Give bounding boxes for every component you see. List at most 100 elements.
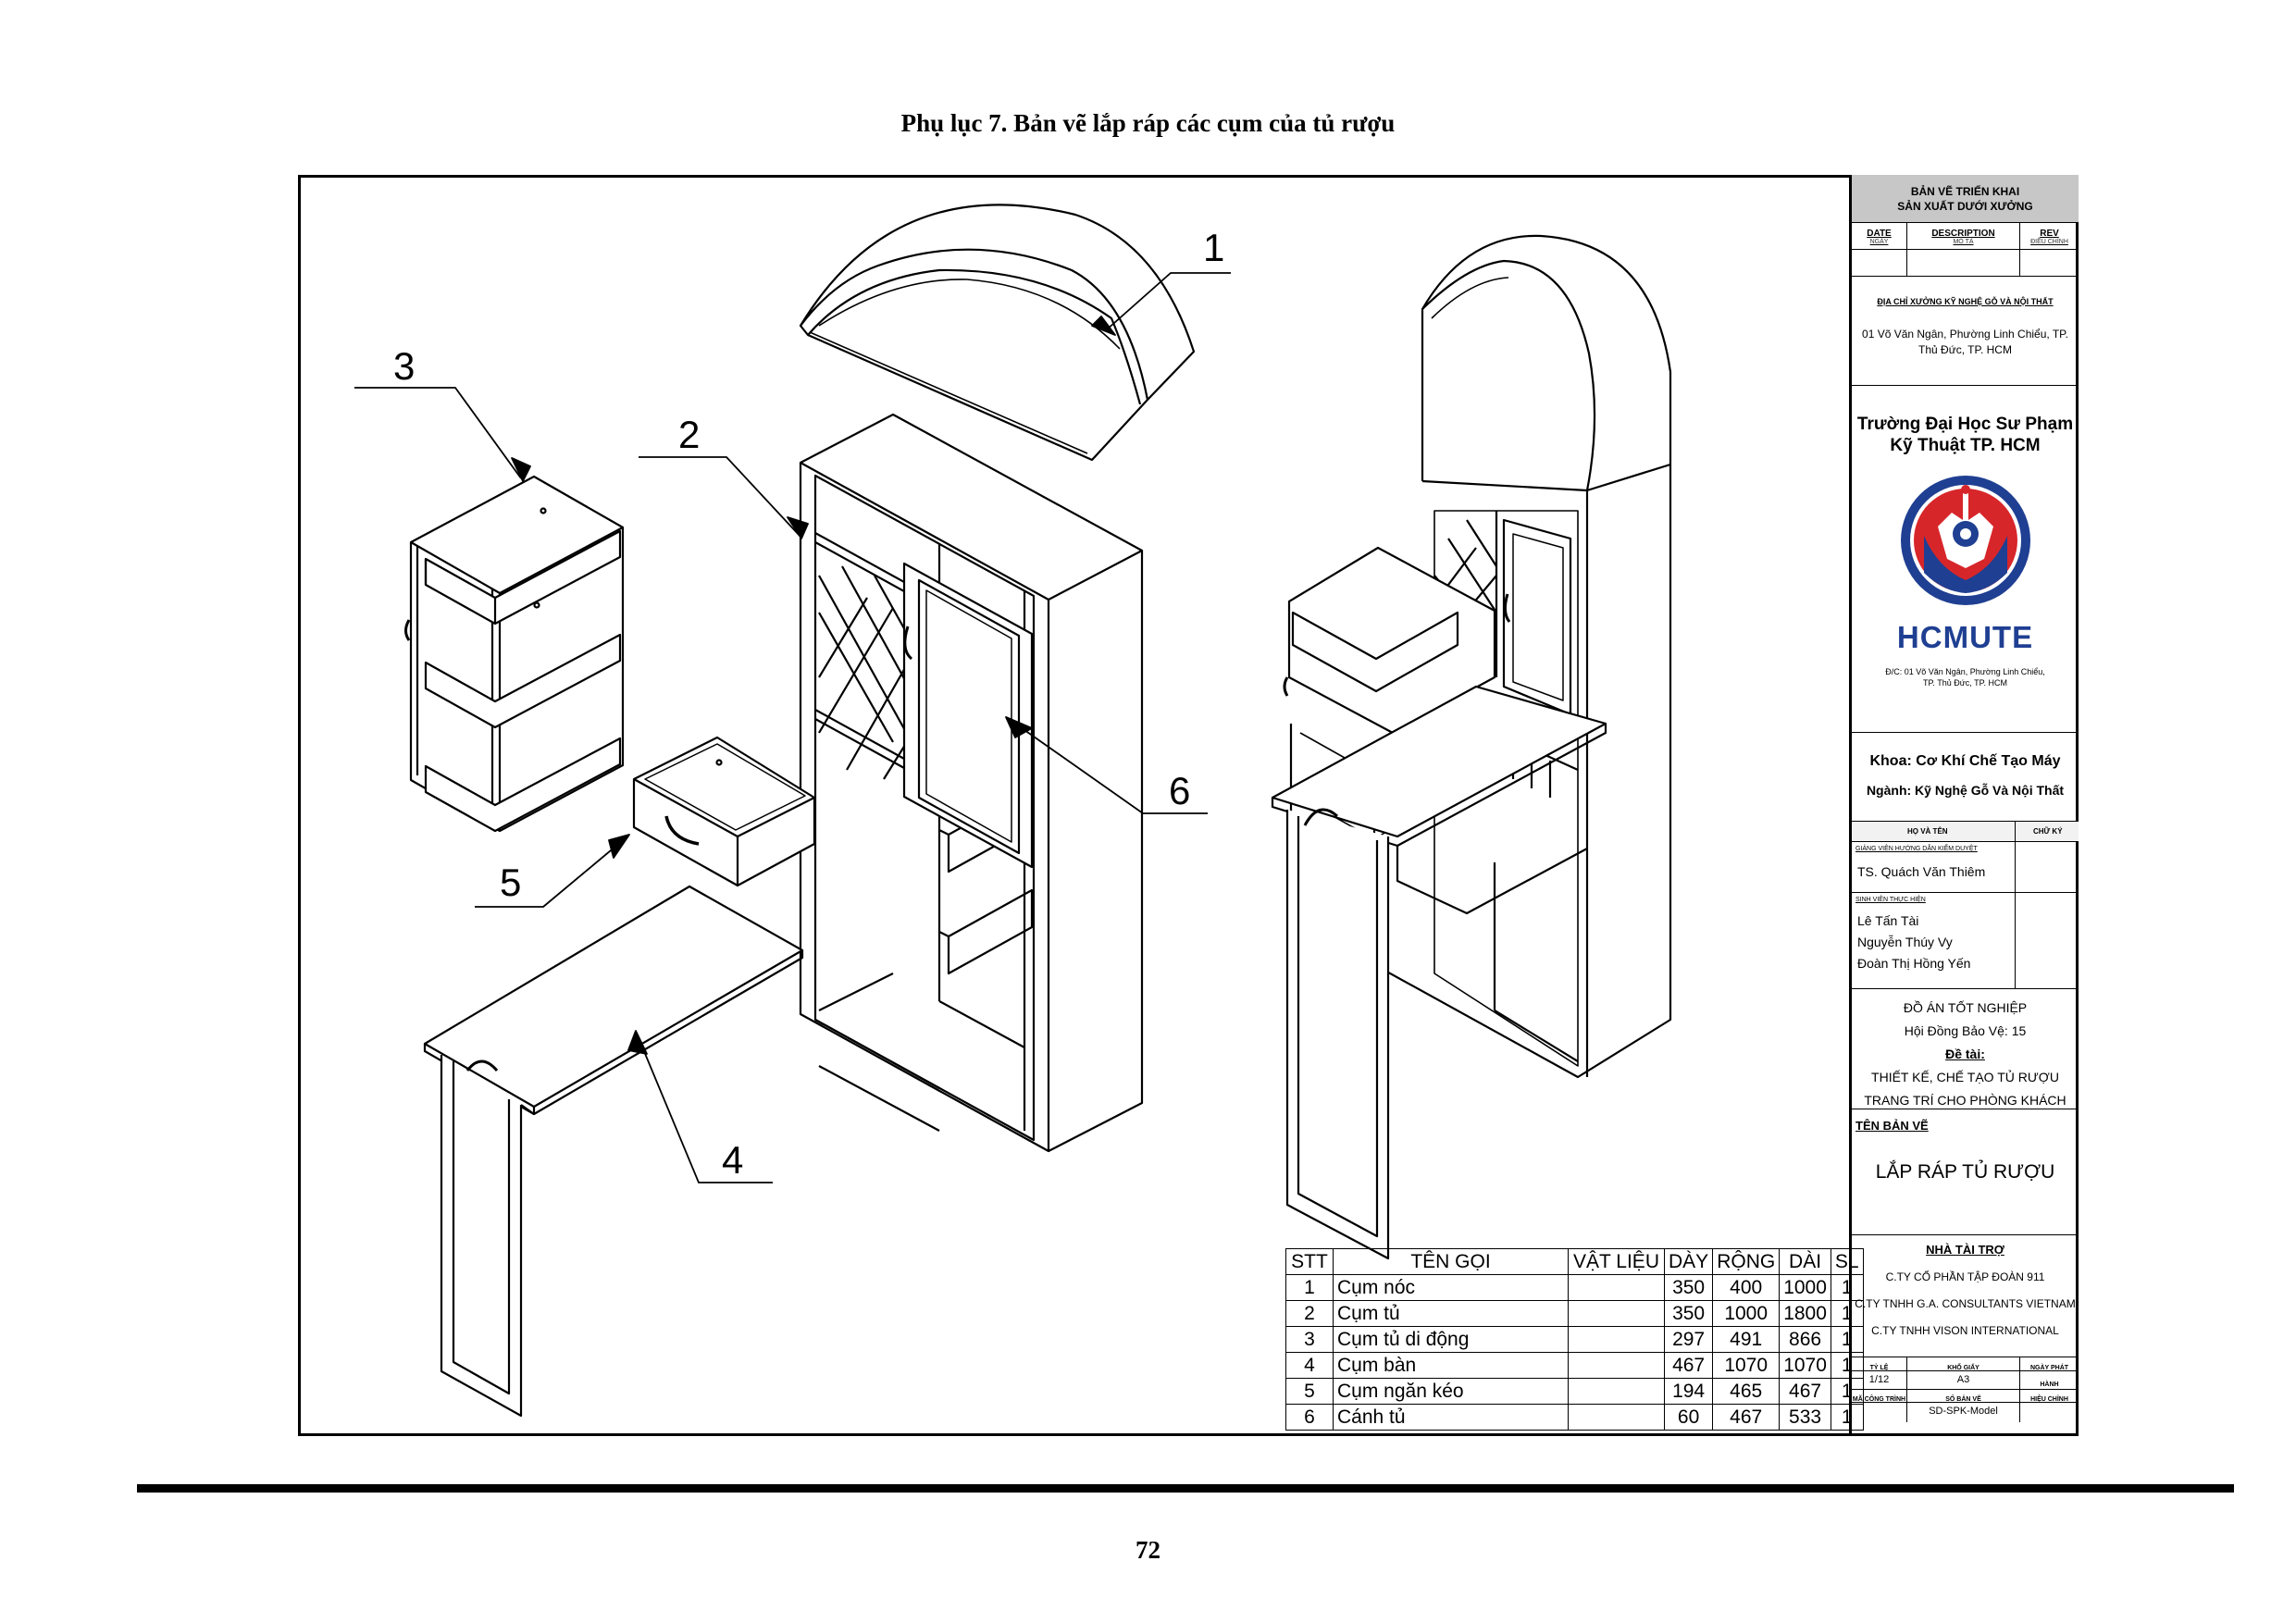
bom-name: Cánh tủ xyxy=(1333,1404,1569,1431)
school-logo-icon xyxy=(1900,476,2030,605)
bom-length: 1800 xyxy=(1779,1300,1831,1327)
bom-qty: 1 xyxy=(1830,1352,1864,1379)
workshop-address: 01 Võ Văn Ngân, Phường Linh Chiểu, TP. T… xyxy=(1862,328,2068,356)
part-4-table xyxy=(423,885,804,1418)
bom-stt: 2 xyxy=(1285,1300,1334,1327)
student-2: Nguyễn Thúy Vy xyxy=(1857,935,1953,949)
bom-qty: 1 xyxy=(1830,1404,1864,1431)
bom-header-stt: STT xyxy=(1285,1248,1334,1275)
rev-desc-col: DESCRIPTION MÔ TẢ xyxy=(1907,223,2020,277)
sponsor-2: C.TY TNHH G.A. CONSULTANTS VIETNAM xyxy=(1855,1297,2076,1310)
page-number: 72 xyxy=(1136,1536,1160,1564)
table-row: 5 Cụm ngăn kéo 194 465 467 1 xyxy=(1285,1378,1864,1405)
bom-header-row: STT TÊN GỌI VẬT LIỆU DÀY RỘNG DÀI SL xyxy=(1285,1248,1864,1275)
header-line-2: SẢN XUẤT DƯỚI XƯỞNG xyxy=(1897,200,2033,213)
bom-thickness: 60 xyxy=(1663,1404,1714,1431)
school-address-line-1: Đ/C: 01 Võ Văn Ngân, Phường Linh Chiểu, xyxy=(1885,667,2045,676)
table-row: 4 Cụm bàn 467 1070 1070 1 xyxy=(1285,1352,1864,1379)
col-name-label: HỌ VÀ TÊN xyxy=(1907,827,1948,836)
faculty-section: Khoa: Cơ Khí Chế Tạo Máy Ngành: Kỹ Nghệ … xyxy=(1852,733,2079,822)
bom-header-length: DÀI xyxy=(1779,1248,1831,1275)
bom-name: Cụm tủ xyxy=(1333,1300,1569,1327)
code-label-cell: MÃ CÔNG TRÌNH xyxy=(1852,1389,1907,1403)
scale-label: TỶ LỆ xyxy=(1869,1365,1889,1371)
scale-value-cell: 1/12 xyxy=(1852,1370,1907,1389)
bom-length: 1000 xyxy=(1779,1274,1831,1301)
drawing-frame: 1 2 3 4 5 6 xyxy=(298,175,2079,1436)
callout-2: 2 xyxy=(678,413,700,456)
sponsor-1: C.TY CỔ PHẦN TẬP ĐOÀN 911 xyxy=(1885,1270,2045,1283)
sheet-label: SỐ BẢN VẼ xyxy=(1945,1396,1981,1403)
callout-6: 6 xyxy=(1169,769,1190,812)
meta-row-labels-2: MÃ CÔNG TRÌNH SỐ BẢN VẼ HIỆU CHỈNH xyxy=(1852,1389,2079,1403)
project-line-1: ĐỒ ÁN TỐT NGHIỆP xyxy=(1903,1000,2028,1015)
bom-material xyxy=(1568,1326,1665,1353)
meta-row-values-2: SD-SPK-Model xyxy=(1852,1402,2079,1422)
bom-header-thickness: DÀY xyxy=(1663,1248,1714,1275)
leader-lines xyxy=(354,272,1231,1183)
part-1-arch-top xyxy=(799,204,1196,462)
bom-width: 465 xyxy=(1712,1378,1781,1405)
drawing-name-section: TÊN BẢN VẼ LẮP RÁP TỦ RƯỢU xyxy=(1852,1109,2079,1235)
sponsor-label: NHÀ TÀI TRỢ xyxy=(1926,1243,2004,1257)
meta-row-labels-1: TỶ LỆ KHỔ GIẤY NGÀY PHÁT HÀNH xyxy=(1852,1357,2079,1388)
table-row: 3 Cụm tủ di động 297 491 866 1 xyxy=(1285,1326,1864,1353)
bom-thickness: 467 xyxy=(1663,1352,1714,1379)
rev-date-col: DATE NGÀY xyxy=(1852,223,1907,277)
school-name: Trường Đại Học Sư Phạm Kỹ Thuật TP. HCM xyxy=(1852,414,2079,456)
scale-value: 1/12 xyxy=(1868,1374,1890,1385)
project-line-5: TRANG TRÍ CHO PHÒNG KHÁCH xyxy=(1864,1093,2066,1108)
workshop-address-section: ĐỊA CHỈ XƯỞNG KỸ NGHỆ GỖ VÀ NỘI THẤT 01 … xyxy=(1852,277,2079,386)
part-2-cabinet xyxy=(799,413,1144,1153)
edit-label: HIỆU CHỈNH xyxy=(2030,1396,2068,1403)
bom-width: 467 xyxy=(1712,1404,1781,1431)
revision-table: DATE NGÀY DESCRIPTION MÔ TẢ REV ĐIỀU CHỈ… xyxy=(1852,223,2079,277)
meta-section: TỶ LỆ KHỔ GIẤY NGÀY PHÁT HÀNH 1/12 A3 MÃ… xyxy=(1852,1357,2079,1436)
rev-desc-label: DESCRIPTION xyxy=(1931,229,1995,239)
school-brand: HCMUTE xyxy=(1896,620,2034,654)
teacher-label: GIẢNG VIÊN HƯỚNG DẪN KIỂM DUYỆT xyxy=(1855,846,1978,852)
bom-material xyxy=(1568,1404,1665,1431)
bom-thickness: 297 xyxy=(1663,1326,1714,1353)
project-line-2: Hội Đồng Bảo Vệ: 15 xyxy=(1904,1023,2027,1038)
student-1: Lê Tấn Tài xyxy=(1857,913,1919,928)
sponsor-3: C.TY TNHH VISON INTERNATIONAL xyxy=(1871,1324,2059,1337)
school-address-line-2: TP. Thủ Đức, TP. HCM xyxy=(1923,678,2007,688)
sheet-value: SD-SPK-Model xyxy=(1929,1406,1998,1417)
school-address: Đ/C: 01 Võ Văn Ngân, Phường Linh Chiểu, … xyxy=(1852,666,2079,688)
bom-length: 866 xyxy=(1779,1326,1831,1353)
bom-stt: 3 xyxy=(1285,1326,1334,1353)
callout-1: 1 xyxy=(1203,226,1224,269)
callout-3: 3 xyxy=(393,344,415,388)
rev-date-label: DATE xyxy=(1867,229,1892,239)
bom-material xyxy=(1568,1300,1665,1327)
sponsor-section: NHÀ TÀI TRỢ C.TY CỔ PHẦN TẬP ĐOÀN 911 C.… xyxy=(1852,1235,2079,1357)
release-label: NGÀY PHÁT HÀNH xyxy=(2029,1365,2069,1388)
title-block-header: BẢN VẼ TRIỂN KHAI SẢN XUẤT DƯỚI XƯỞNG xyxy=(1852,175,2079,223)
bom-name: Cụm ngăn kéo xyxy=(1333,1378,1569,1405)
col-sign-label: CHỮ KÝ xyxy=(2033,827,2063,836)
code-value-cell xyxy=(1852,1402,1907,1422)
header-line-1: BẢN VẼ TRIỂN KHAI xyxy=(1910,185,2020,198)
rev-rev-label: REV xyxy=(2040,229,2059,239)
bom-header-material: VẬT LIỆU xyxy=(1568,1248,1665,1275)
paper-value: A3 xyxy=(1956,1374,1970,1385)
bom-material xyxy=(1568,1378,1665,1405)
part-3-mobile-cabinet xyxy=(404,475,625,833)
page-title: Phụ lục 7. Bản vẽ lắp ráp các cụm của tủ… xyxy=(900,109,1396,137)
teacher-section: GIẢNG VIÊN HƯỚNG DẪN KIỂM DUYỆT TS. Quác… xyxy=(1852,842,2079,893)
student-3: Đoàn Thị Hồng Yến xyxy=(1857,956,1971,971)
assembled-cabinet xyxy=(1271,234,1672,1260)
project-line-4: THIẾT KẾ, CHẾ TẠO TỦ RƯỢU xyxy=(1871,1070,2059,1084)
bom-name: Cụm nóc xyxy=(1333,1274,1569,1301)
meta-row-values-1: 1/12 A3 xyxy=(1852,1370,2079,1390)
bom-length: 467 xyxy=(1779,1378,1831,1405)
title-block: BẢN VẼ TRIỂN KHAI SẢN XUẤT DƯỚI XƯỞNG DA… xyxy=(1849,175,2079,1436)
bom-qty: 1 xyxy=(1830,1274,1864,1301)
bom-stt: 4 xyxy=(1285,1352,1334,1379)
bom-qty: 1 xyxy=(1830,1326,1864,1353)
drawing-name-label: TÊN BẢN VẼ xyxy=(1855,1119,1929,1133)
sheet-label-cell: SỐ BẢN VẼ xyxy=(1907,1389,2020,1403)
bom-material xyxy=(1568,1274,1665,1301)
bill-of-materials: STT TÊN GỌI VẬT LIỆU DÀY RỘNG DÀI SL 1 C… xyxy=(1285,1248,1864,1431)
